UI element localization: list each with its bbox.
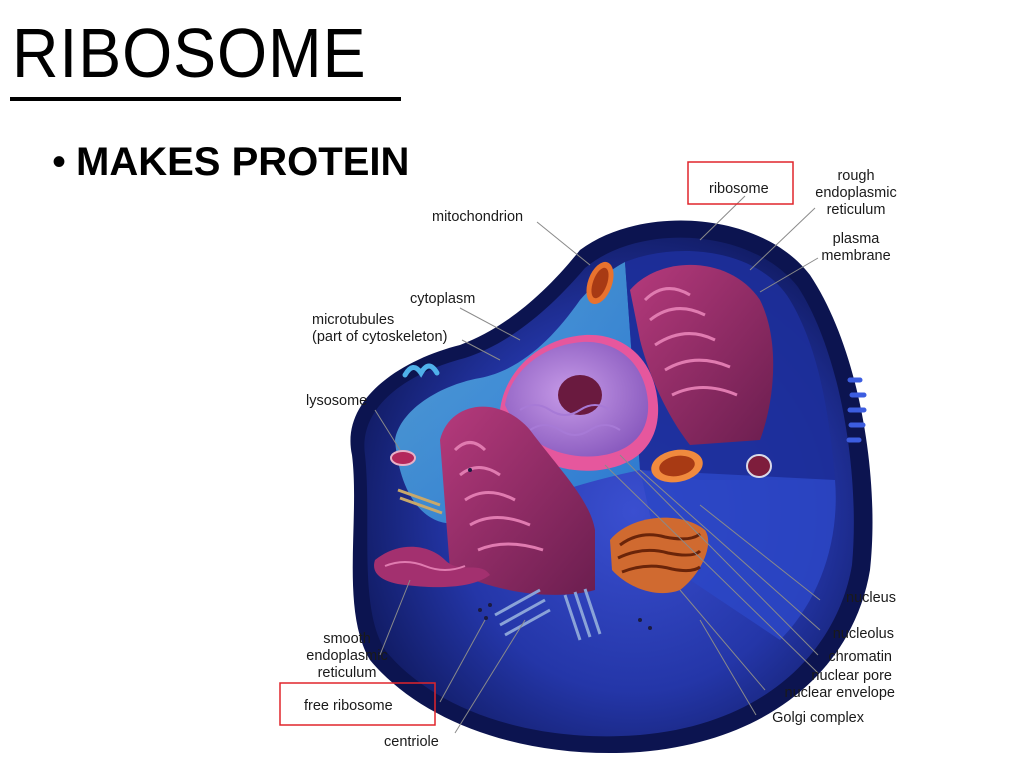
label-nuclear-envelope: nuclear envelope (785, 685, 895, 701)
label-microtubules-1: microtubules (312, 312, 394, 328)
vesicle (746, 454, 772, 478)
microtubules (397, 488, 443, 515)
label-plasma-membrane-1: plasma (833, 231, 881, 247)
mitochondrion (586, 261, 703, 483)
label-mitochondrion: mitochondrion (432, 209, 523, 225)
nucleus (500, 334, 659, 471)
label-smooth-er-1: smooth (323, 631, 371, 647)
centriole (494, 588, 602, 641)
leader-lines (374, 195, 821, 734)
label-rough-er-3: reticulum (827, 202, 886, 218)
label-centriole: centriole (384, 734, 439, 750)
label-nucleolus: nucleolus (833, 626, 894, 642)
label-smooth-er-3: reticulum (318, 665, 377, 681)
free-ribosome-highlight-box (279, 682, 436, 726)
bullet-mark: • (52, 140, 67, 184)
label-rough-er-1: rough (837, 168, 874, 184)
title-underline (10, 97, 401, 101)
ribosome-highlight-box (687, 161, 794, 205)
bullet-point: •MAKES PROTEIN (52, 138, 409, 186)
label-plasma-membrane-2: membrane (821, 248, 890, 264)
free-ribosomes (468, 468, 652, 630)
label-nuclear-pore: nuclear pore (811, 668, 892, 684)
label-rough-er-2: endoplasmic (815, 185, 896, 201)
label-nucleus: nucleus (846, 590, 896, 606)
label-free-ribosome: free ribosome (304, 698, 393, 714)
bullet-text: MAKES PROTEIN (76, 140, 410, 184)
smooth-endoplasmic-reticulum (374, 546, 490, 588)
rough-endoplasmic-reticulum (440, 264, 774, 595)
label-smooth-er-2: endoplasmic (306, 648, 387, 664)
golgi-complex (610, 517, 709, 594)
label-golgi-complex: Golgi complex (772, 710, 865, 726)
lysosome (390, 450, 416, 466)
label-cytoplasm: cytoplasm (410, 291, 475, 307)
label-microtubules-2: (part of cytoskeleton) (312, 329, 447, 345)
label-lysosome: lysosome (306, 393, 367, 409)
label-chromatin: chromatin (828, 649, 892, 665)
slide-title: RIBOSOME (12, 14, 367, 92)
label-ribosome: ribosome (709, 181, 769, 197)
